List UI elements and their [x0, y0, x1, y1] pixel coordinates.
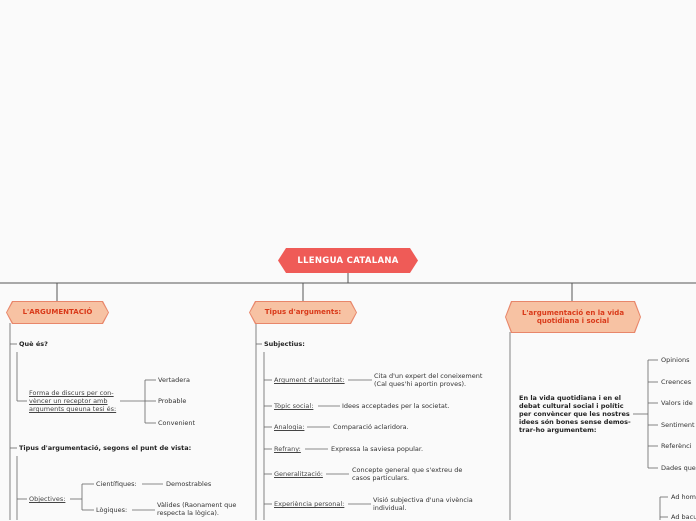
refrany-label[interactable]: Refrany: [274, 445, 301, 453]
cientifiques-label[interactable]: Científiques: [96, 480, 137, 488]
refrany-desc[interactable]: Expressa la saviesa popular. [331, 445, 424, 453]
experiencia-label[interactable]: Experiència personal: [274, 500, 345, 508]
node-argumentacio[interactable]: L'ARGUMENTACIÓ [7, 302, 108, 323]
que-es-label[interactable]: Què és? [19, 340, 48, 348]
vida-item-sentiments[interactable]: Sentiment [661, 421, 695, 429]
node-tipus-label: Tipus d'arguments: [264, 308, 342, 317]
topic-social-desc[interactable]: Idees acceptades per la societat. [342, 402, 450, 410]
vida-item-opinions[interactable]: Opinions [661, 356, 690, 364]
demostrables-text[interactable]: Demostrables [166, 480, 212, 488]
node-vida-label: L'argumentació en la vida quotidiana i s… [521, 308, 625, 325]
node-argumentacio-label: L'ARGUMENTACIÓ [22, 308, 93, 317]
node-tipus[interactable]: Tipus d'arguments: [250, 302, 356, 323]
node-vida[interactable]: L'argumentació en la vida quotidiana i s… [506, 302, 640, 332]
root-label: LLENGUA CATALANA [297, 255, 399, 266]
root-node[interactable]: LLENGUA CATALANA [278, 248, 418, 273]
valides-text[interactable]: Vàlides (Raonament que respecta la lògic… [157, 501, 237, 517]
objectives-label[interactable]: Objectives: [29, 495, 66, 503]
arg-autoritat-label[interactable]: Argument d'autoritat: [274, 376, 345, 384]
generalitzacio-label[interactable]: Generalització: [274, 470, 323, 478]
vida-extra-ad-baculum[interactable]: Ad bacu [671, 513, 696, 521]
vida-item-referencies[interactable]: Referènci [661, 442, 692, 450]
vida-item-creences[interactable]: Creences [661, 378, 692, 386]
vida-text[interactable]: En la vida quotidiana i en el debat cult… [519, 394, 631, 434]
analogia-label[interactable]: Analogia: [274, 423, 305, 431]
analogia-desc[interactable]: Comparació aclaridora. [333, 423, 409, 431]
vida-item-valors[interactable]: Valors ide [661, 399, 693, 407]
qualitat-vertadera[interactable]: Vertadera [158, 376, 190, 384]
logiques-label[interactable]: Lògiques: [96, 506, 128, 514]
experiencia-desc[interactable]: Visió subjectiva d'una vivència individu… [373, 496, 473, 512]
generalitzacio-desc[interactable]: Concepte general que s'extreu de casos p… [352, 466, 463, 482]
tipus-argumentacio-label[interactable]: Tipus d'argumentació, segons el punt de … [19, 444, 192, 452]
vida-extra-ad-hominem[interactable]: Ad hom [671, 493, 696, 501]
vida-item-dades[interactable]: Dades que [661, 464, 696, 472]
topic-social-label[interactable]: Tòpic social: [274, 402, 314, 410]
qualitat-probable[interactable]: Probable [158, 397, 187, 405]
arg-autoritat-desc[interactable]: Cita d'un expert del coneixement (Cal qu… [374, 372, 483, 388]
subjectius-label[interactable]: Subjectius: [264, 340, 305, 348]
definicio-text[interactable]: Forma de discurs per con-vèncer un recep… [29, 389, 117, 413]
qualitat-convenient[interactable]: Convenient [158, 419, 196, 427]
